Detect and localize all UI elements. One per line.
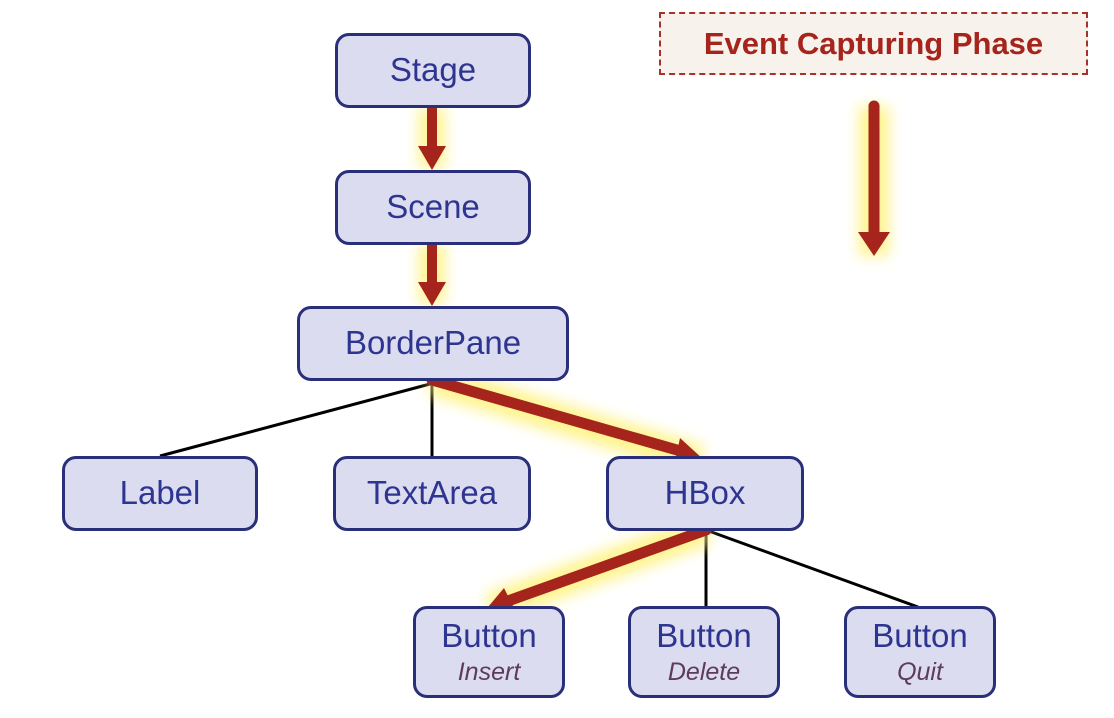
node-borderpane: BorderPane: [297, 306, 569, 381]
node-button-insert: Button Insert: [413, 606, 565, 698]
node-label: BorderPane: [344, 324, 522, 362]
node-label: TextArea: [366, 474, 498, 512]
node-sublabel: Delete: [667, 658, 741, 687]
node-hbox: HBox: [606, 456, 804, 531]
node-stage: Stage: [335, 33, 531, 108]
node-label: Stage: [389, 51, 477, 89]
node-textarea: TextArea: [333, 456, 531, 531]
node-label: Button: [656, 616, 752, 654]
node-label: Label: [62, 456, 258, 531]
node-label: Scene: [386, 188, 480, 226]
node-label: Button: [872, 616, 968, 654]
edge-hbox-button-quit: [705, 528, 919, 609]
node-sublabel: Insert: [457, 658, 521, 687]
arrow-stage-to-scene: [418, 103, 446, 170]
node-label: Button: [441, 616, 537, 654]
phase-direction-arrow-icon: [858, 100, 890, 256]
edge-borderpane-label: [159, 382, 431, 458]
node-label-text: Label: [119, 474, 201, 512]
node-sublabel: Quit: [897, 658, 943, 687]
phase-title: Event Capturing Phase: [703, 25, 1044, 61]
node-button-delete: Button Delete: [628, 606, 780, 698]
phase-title-box: Event Capturing Phase: [659, 12, 1088, 75]
node-button-quit: Button Quit: [844, 606, 996, 698]
node-scene: Scene: [335, 170, 531, 245]
arrow-hbox-to-button-insert: [488, 524, 712, 612]
node-label: HBox: [664, 474, 746, 512]
arrow-scene-to-borderpane: [418, 239, 446, 306]
